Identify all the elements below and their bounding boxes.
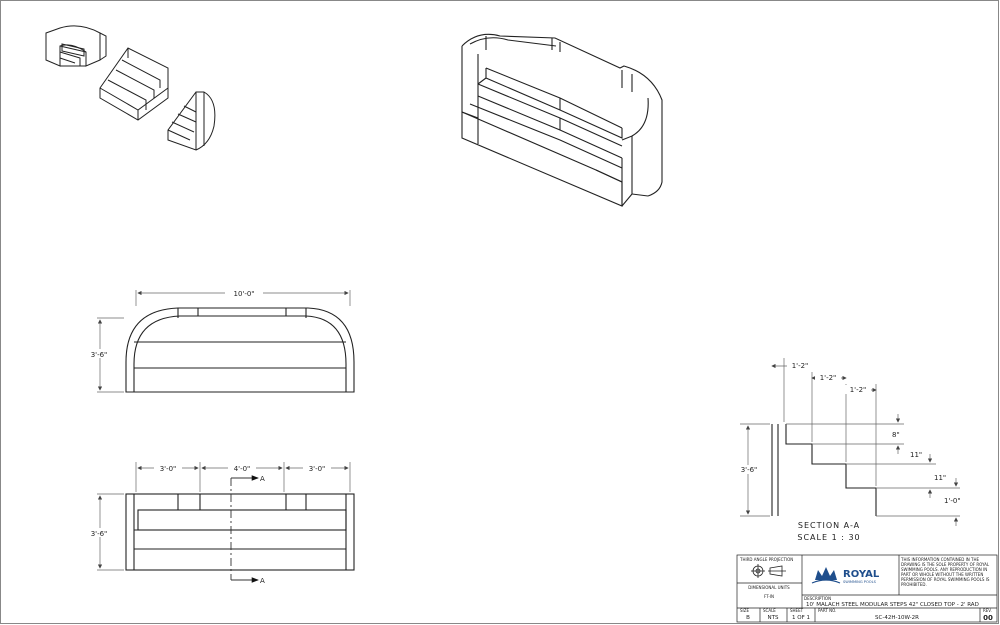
notice-line-5: PERMISSION OF ROYAL SWIMMING POOLS IS [901,577,990,582]
part-value: SC-42H-10W-2R [875,615,919,621]
scale-value: NTS [768,615,779,621]
logo-name: ROYAL [843,569,880,580]
sheet-value: 1 OF 1 [792,615,810,621]
module-iso-curved-right [167,91,216,151]
top-left-dim: 3'-0" [160,465,177,473]
scale-label: SCALE [763,608,776,613]
section-scale: SCALE 1 : 30 [797,533,860,542]
notice-line-4: PART OR WHOLE WITHOUT THE WRITTEN [901,572,983,577]
notice-line-6: PROHIBITED. [901,582,927,587]
section-v2-dim: 11" [910,451,922,459]
section-marker-bottom: A [260,577,265,585]
section-title: SECTION A-A [798,521,860,530]
front-view [125,307,355,393]
royal-crown-icon [811,567,841,584]
units-value: FT-IN [764,594,774,599]
notice-line-3: SWIMMING POOLS. ANY REPRODUCTION IN [901,567,987,572]
section-cut-line [230,475,259,583]
size-label: SIZE [740,608,749,613]
section-view [771,424,877,516]
main-isometric-view [461,33,663,207]
section-total-dim: 3'-6" [741,466,758,474]
top-height-dim: 3'-6" [91,530,108,538]
top-right-dim: 3'-0" [309,465,326,473]
section-v3-dim: 11" [934,474,946,482]
rev-label: REV. [983,608,992,613]
module-iso-straight [99,47,169,121]
top-view [125,493,355,571]
front-height-dim: 3'-6" [91,351,108,359]
section-v4-dim: 1'-0" [944,497,961,505]
part-label: PART NO. [818,608,836,613]
units-label: DIMENSIONAL UNITS [748,585,790,590]
section-h2-dim: 1'-2" [820,374,837,382]
notice-line-1: THIS INFORMATION CONTAINED IN THE [900,557,980,562]
title-block [736,554,998,623]
section-v1-dim: 8" [892,431,900,439]
third-angle-projection-icon [751,564,786,578]
rev-value: 00 [983,614,993,622]
projection-label: THIRD ANGLE PROJECTION [739,557,793,562]
sheet-label: SHEET [790,608,804,613]
description-label: DESCRIPTION [804,596,831,601]
section-marker-top: A [260,475,265,483]
description-value: 10' MALACH STEEL MODULAR STEPS 42" CLOSE… [806,602,979,608]
section-h3-dim: 1'-2" [850,386,867,394]
logo-subtitle: SWIMMING POOLS [843,580,877,584]
section-h1-dim: 1'-2" [792,362,809,370]
front-width-dim: 10'-0" [233,290,254,298]
front-view-dimensions [97,290,351,393]
section-dimensions [740,358,960,526]
size-value: B [746,615,750,621]
module-iso-curved-left [45,25,107,67]
notice-line-2: DRAWING IS THE SOLE PROPERTY OF ROYAL [901,562,990,567]
top-mid-dim: 4'-0" [234,465,251,473]
top-view-dimensions [97,462,351,571]
